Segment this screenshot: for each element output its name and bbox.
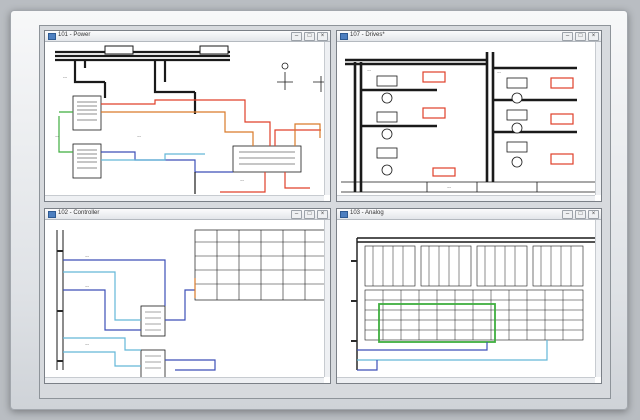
close-button[interactable]: ×	[588, 210, 599, 219]
svg-text:−−: −−	[447, 186, 451, 190]
schematic-canvas-controller[interactable]: −− −− −−	[45, 220, 330, 383]
minimize-button[interactable]: –	[291, 32, 302, 41]
schematic-window-power[interactable]: 101 - Power – □ × ---	[44, 30, 331, 202]
mdi-workspace: 101 - Power – □ × ---	[39, 25, 611, 399]
schematic-document-icon	[48, 33, 56, 40]
schematic-window-analog[interactable]: 103 - Analog – □ ×	[336, 208, 602, 384]
maximize-button[interactable]: □	[575, 210, 586, 219]
svg-text:−−: −−	[55, 135, 59, 139]
horizontal-scrollbar[interactable]	[45, 377, 324, 383]
schematic-canvas-drives[interactable]: −− −− −−	[337, 42, 601, 201]
svg-text:−−: −−	[497, 71, 501, 75]
schematic-document-icon	[340, 211, 348, 218]
minimize-button[interactable]: –	[291, 210, 302, 219]
schematic-document-icon	[48, 211, 56, 218]
close-button[interactable]: ×	[588, 32, 599, 41]
svg-text:−−: −−	[367, 69, 371, 73]
svg-text:−−: −−	[85, 255, 89, 259]
window-titlebar[interactable]: 103 - Analog – □ ×	[337, 209, 601, 220]
window-title: 107 - Drives*	[350, 32, 385, 38]
svg-text:−−: −−	[137, 135, 141, 139]
schematic-document-icon	[340, 33, 348, 40]
vertical-scrollbar[interactable]	[595, 220, 601, 377]
window-titlebar[interactable]: 102 - Controller – □ ×	[45, 209, 330, 220]
vertical-scrollbar[interactable]	[595, 42, 601, 195]
svg-text:−−: −−	[85, 285, 89, 289]
minimize-button[interactable]: –	[562, 32, 573, 41]
horizontal-scrollbar[interactable]	[337, 377, 595, 383]
svg-text:---: ---	[63, 74, 68, 79]
close-button[interactable]: ×	[317, 32, 328, 41]
window-title: 101 - Power	[58, 32, 91, 38]
window-title: 102 - Controller	[58, 210, 100, 216]
minimize-button[interactable]: –	[562, 210, 573, 219]
vertical-scrollbar[interactable]	[324, 42, 330, 195]
window-titlebar[interactable]: 107 - Drives* – □ ×	[337, 31, 601, 42]
horizontal-scrollbar[interactable]	[337, 195, 595, 201]
horizontal-scrollbar[interactable]	[45, 195, 324, 201]
schematic-canvas-power[interactable]: ---	[45, 42, 330, 201]
window-title: 103 - Analog	[350, 210, 384, 216]
maximize-button[interactable]: □	[304, 32, 315, 41]
schematic-canvas-analog[interactable]	[337, 220, 601, 383]
screenshot-frame: 101 - Power – □ × ---	[10, 10, 628, 410]
close-button[interactable]: ×	[317, 210, 328, 219]
vertical-scrollbar[interactable]	[324, 220, 330, 377]
svg-text:−−: −−	[85, 343, 89, 347]
maximize-button[interactable]: □	[304, 210, 315, 219]
window-titlebar[interactable]: 101 - Power – □ ×	[45, 31, 330, 42]
maximize-button[interactable]: □	[575, 32, 586, 41]
schematic-window-drives[interactable]: 107 - Drives* – □ ×	[336, 30, 602, 202]
schematic-window-controller[interactable]: 102 - Controller – □ ×	[44, 208, 331, 384]
svg-text:−−: −−	[240, 179, 244, 183]
